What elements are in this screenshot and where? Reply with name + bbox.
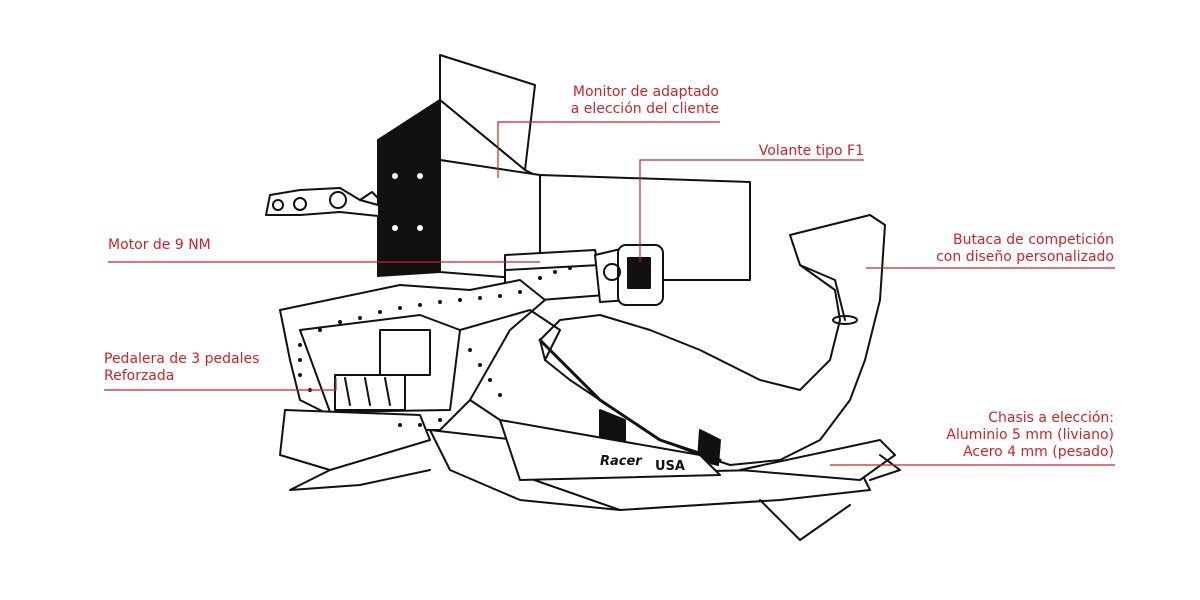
pedals-illustration (334, 329, 431, 411)
chassis-illustration (279, 279, 901, 541)
brand-country-text: USA (655, 459, 685, 474)
rivet-pattern (298, 266, 572, 427)
callout-pedalera: Pedalera de 3 pedales Reforzada (104, 351, 259, 385)
leader-monitor (497, 121, 720, 178)
callout-motor: Motor de 9 NM (108, 237, 211, 254)
leader-volante (639, 159, 864, 262)
brand-logo-text: Racer (600, 454, 643, 469)
callout-monitor-line-1: Monitor de adaptado (572, 84, 719, 100)
callout-monitor-line-2: a elección del cliente (570, 101, 719, 117)
leader-lines (104, 121, 1115, 466)
callout-volante: Volante tipo F1 (759, 143, 864, 160)
callout-volante-line-1: Volante tipo F1 (758, 143, 864, 159)
leader-pedalera (104, 378, 337, 391)
callout-chasis-line-1: Chasis a elección: (988, 410, 1114, 426)
callout-butaca: Butaca de competición con diseño persona… (936, 232, 1114, 266)
monitor-illustration (265, 54, 751, 281)
callout-motor-line-1: Motor de 9 NM (108, 237, 211, 253)
callout-chasis: Chasis a elección: Aluminio 5 mm (livian… (946, 410, 1114, 461)
callout-pedalera-line-2: Reforzada (104, 368, 175, 384)
callout-monitor: Monitor de adaptado a elección del clien… (571, 84, 719, 118)
callout-pedalera-line-1: Pedalera de 3 pedales (104, 351, 260, 367)
callout-butaca-line-2: con diseño personalizado (936, 249, 1114, 265)
callout-butaca-line-1: Butaca de competición (952, 232, 1114, 248)
callout-chasis-line-2: Aluminio 5 mm (liviano) (946, 427, 1114, 443)
logo-mark: Racer USA (600, 454, 685, 474)
callout-chasis-line-3: Acero 4 mm (pesado) (963, 444, 1114, 460)
